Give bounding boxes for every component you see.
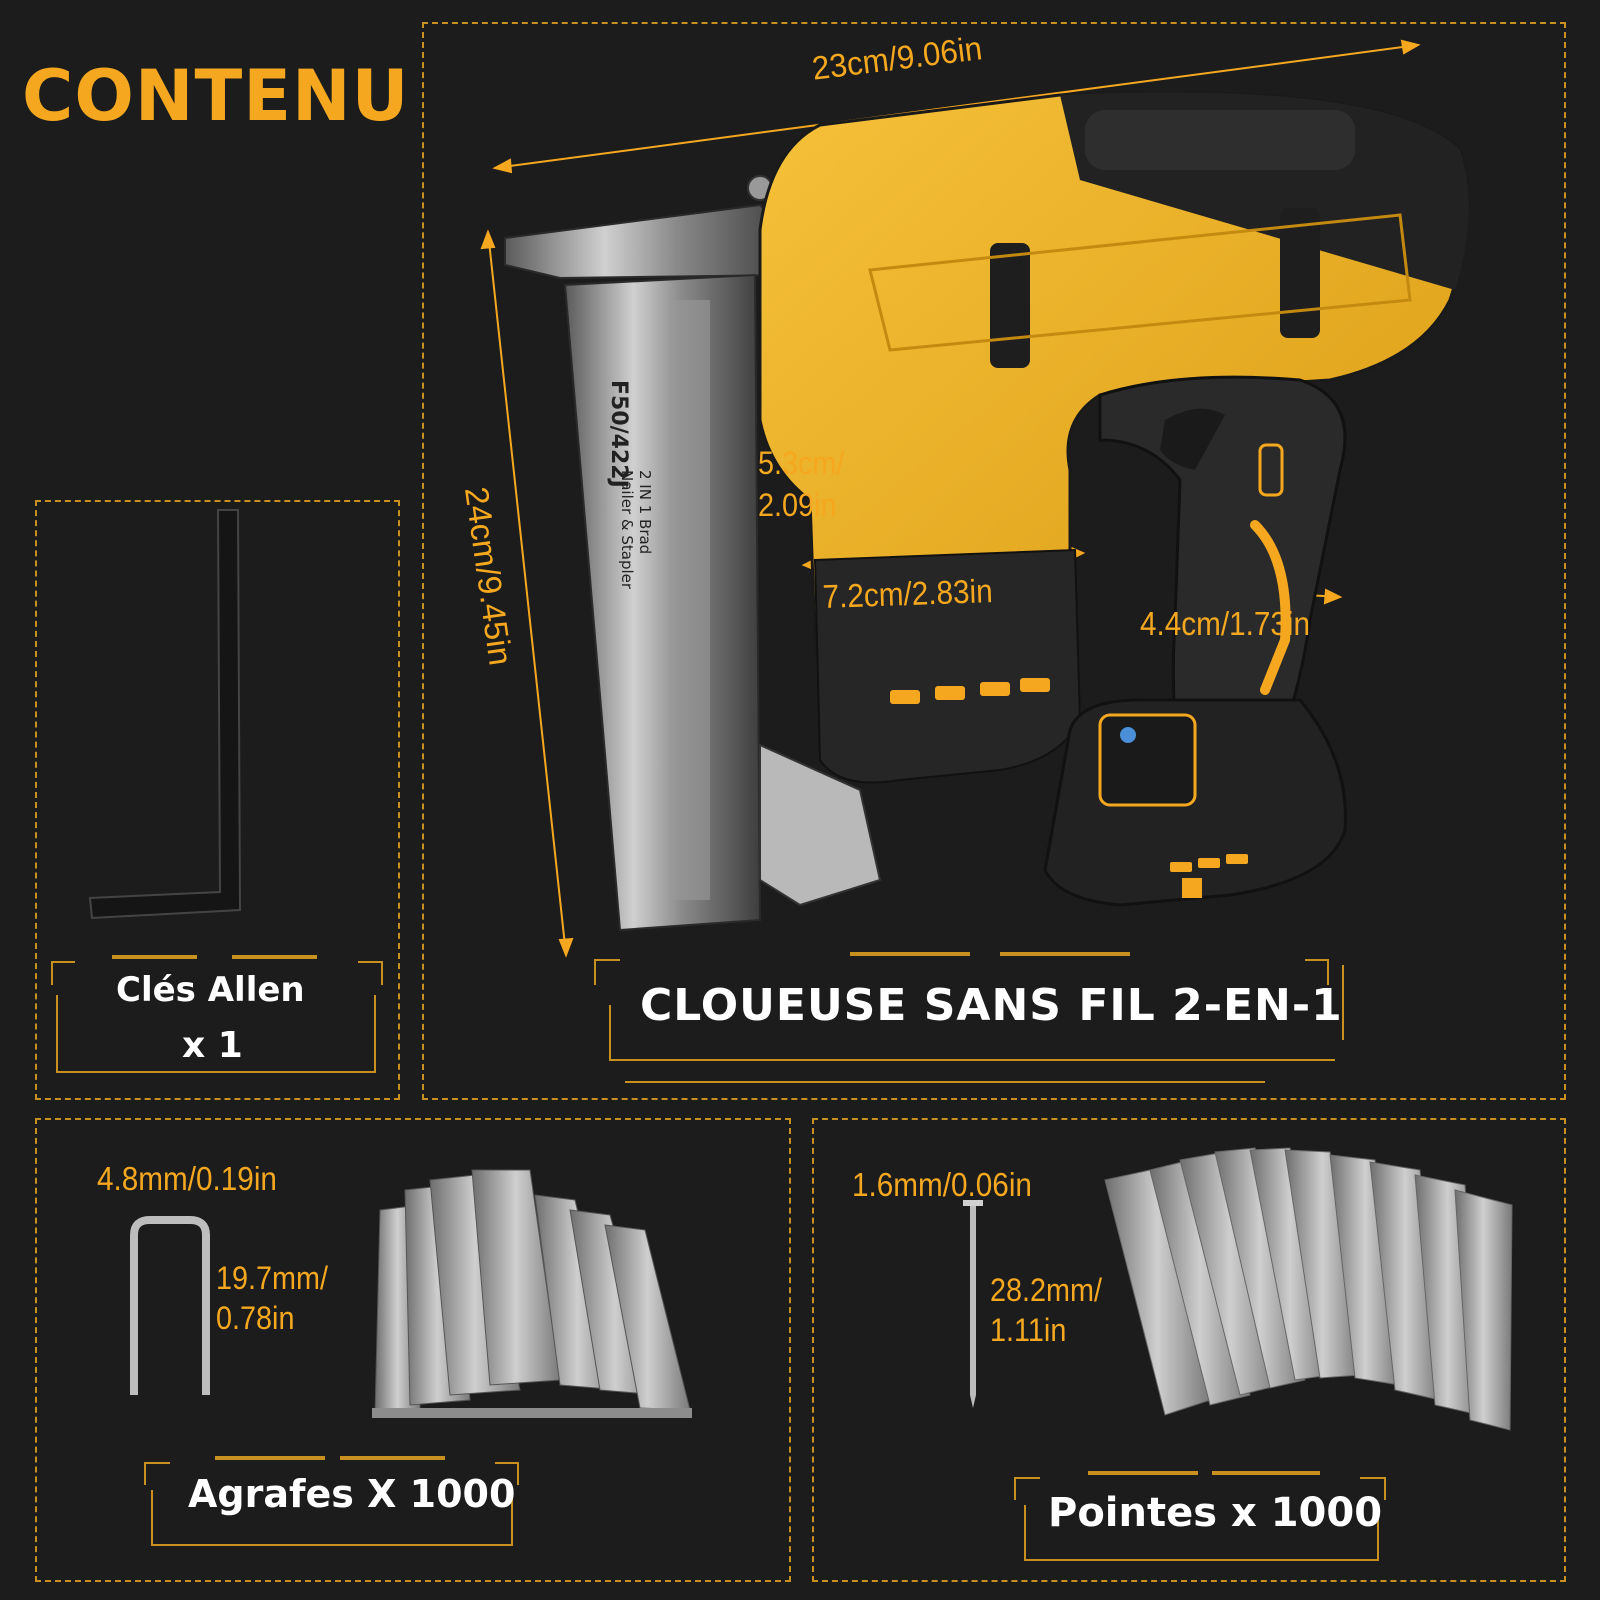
allen-label: Clés Allen <box>116 970 305 1010</box>
dim-grip: 4.4cm/1.73in <box>1140 605 1311 642</box>
magazine-model-text: F50/422J <box>606 380 631 488</box>
allen-qty: x 1 <box>182 1025 243 1066</box>
page-title: CONTENU <box>22 55 410 137</box>
magazine-desc-2: Nailer & Stapler <box>618 470 636 590</box>
nail-length-2: 1.11in <box>990 1312 1067 1348</box>
magazine <box>563 273 762 932</box>
dim-nose-2: 2.09in <box>758 487 837 523</box>
nail-length-1: 28.2mm/ <box>990 1272 1103 1308</box>
nails-label: Pointes x 1000 <box>1048 1490 1383 1536</box>
tool-frame <box>422 22 1566 1100</box>
staple-length-2: 0.78in <box>216 1300 295 1336</box>
staples-label: Agrafes X 1000 <box>188 1472 516 1516</box>
tool-label: CLOUEUSE SANS FIL 2-EN-1 <box>640 980 1343 1031</box>
allen-frame <box>35 500 400 1100</box>
nail-width: 1.6mm/0.06in <box>852 1166 1032 1203</box>
tool-handle <box>1098 375 1347 762</box>
staple-length-1: 19.7mm/ <box>216 1260 329 1296</box>
staple-width: 4.8mm/0.19in <box>97 1160 277 1197</box>
magazine-desc-1: 2 IN 1 Brad <box>636 470 654 554</box>
dim-nose-1: 5.3cm/ <box>758 445 845 481</box>
staples-frame <box>35 1118 791 1582</box>
nails-frame <box>812 1118 1566 1582</box>
